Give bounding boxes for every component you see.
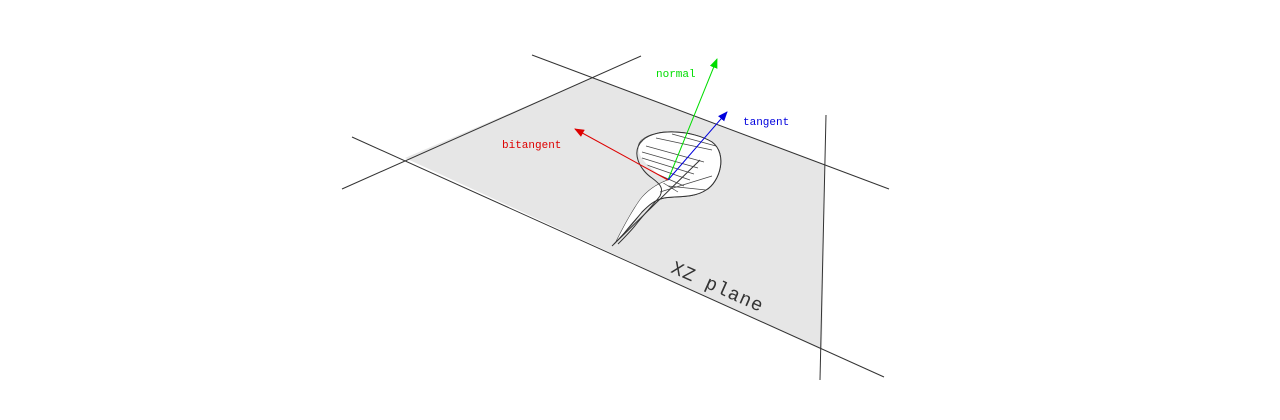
plane-edge-back-left: [531, 54, 890, 190]
bitangent-label: bitangent: [502, 140, 561, 152]
normal-vector: [667, 58, 718, 181]
plane-edge-front-left: [341, 55, 642, 190]
leaf-icon: [611, 131, 722, 247]
plane-edge-lines: [341, 54, 890, 381]
xz-plane: [405, 78, 825, 350]
plane-edge-right: [819, 114, 827, 381]
tangent-label: tangent: [743, 117, 789, 129]
normal-label: normal: [656, 69, 696, 81]
tangent-vector: [667, 111, 728, 181]
bitangent-vector: [574, 128, 669, 181]
plane-edge-front: [351, 136, 885, 378]
